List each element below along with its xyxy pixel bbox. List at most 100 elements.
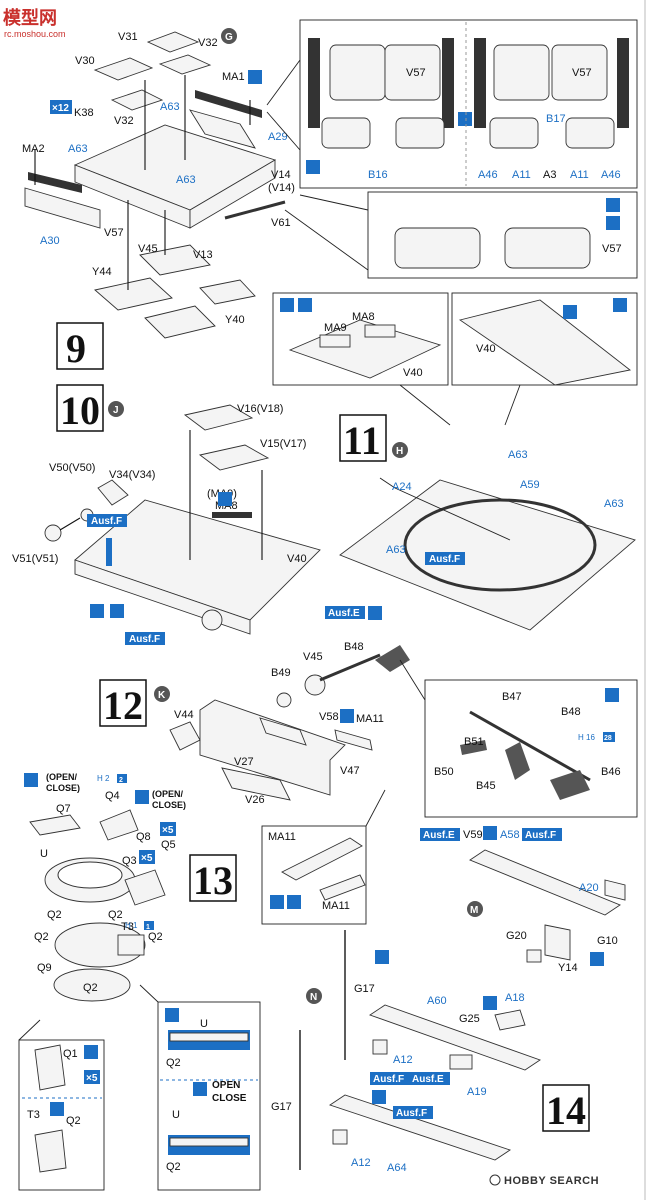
quantity-badge (50, 100, 72, 114)
label-A63d: A63 (508, 449, 528, 461)
label-MA11: MA11 (356, 713, 384, 725)
fender-a64 (328, 1094, 512, 1161)
step-number-10: 10 (60, 388, 100, 433)
label-V58: V58 (319, 711, 339, 723)
label-MA1: MA1 (222, 71, 245, 83)
label-G25: G25 (459, 1013, 480, 1025)
mg-barrel-b47 (469, 710, 591, 782)
step-13-assembly: 13 (OPEN/ CLOSE) (OPEN/ CLOSE) H 2 2 Q7 … (24, 772, 237, 1002)
callout-x5-q1: ×5 (86, 1073, 98, 1084)
watermark-logo: 模型网 (3, 7, 57, 28)
callout-h2: H 2 (97, 774, 110, 783)
step-9-assembly: V31 V32 V30 MA1 K38 V32 MA2 V14 (V14) V6… (22, 28, 295, 339)
label-A18: A18 (505, 992, 525, 1004)
brush-icon (280, 298, 294, 312)
open-close-1a: (OPEN/ (46, 772, 78, 782)
label-A63f: A63 (386, 544, 406, 556)
label-Q2g: Q2 (166, 1057, 181, 1069)
detail-box-q1: Q1 T3 Q2 ×5 (18, 1019, 105, 1191)
detail-frame (451, 292, 638, 386)
subassembly-m-marker (467, 901, 483, 917)
badge-ausf-f-4: Ausf.F (525, 830, 556, 841)
open-close-2a: (OPEN/ (152, 789, 184, 799)
hatch-outline (493, 44, 550, 101)
label-V15: V15(V17) (260, 438, 306, 450)
step-number-13: 13 (193, 858, 233, 903)
ausf-f-badge (87, 514, 127, 527)
paint-icon (218, 492, 232, 506)
leader-line (399, 384, 451, 426)
arrow-icon (287, 895, 301, 909)
arrow-line (59, 517, 81, 531)
badge-ausf-f-2: Ausf.F (129, 634, 160, 645)
label-V40a: V40 (403, 367, 423, 379)
paint-icon (372, 1090, 386, 1104)
label-Y40: Y40 (225, 314, 245, 326)
leader-line (399, 659, 426, 701)
subassembly-h-marker (392, 442, 408, 458)
part-a29 (189, 109, 256, 149)
paint-icon (483, 826, 497, 840)
subassembly-K: K (158, 690, 166, 701)
color-chip (144, 921, 154, 930)
leader-line (504, 384, 521, 426)
bracket-g10 (544, 924, 571, 961)
ausf-f-badge (522, 828, 562, 841)
part-y14 (526, 949, 542, 963)
part-ma9 (319, 334, 351, 348)
drill-icon (368, 606, 382, 620)
hatch-q7 (29, 814, 81, 836)
leader-line (365, 789, 386, 827)
label-A3: A3 (543, 169, 556, 181)
brush-icon (165, 1008, 179, 1022)
label-close: CLOSE (212, 1093, 247, 1104)
label-V30: V30 (75, 55, 95, 67)
hatch-v31 (146, 31, 200, 53)
detail-frame (157, 1001, 261, 1191)
label-V40c: V40 (287, 553, 307, 565)
subassembly-g-marker (221, 28, 237, 44)
lower-hatch (565, 117, 615, 149)
label-B48: B48 (344, 641, 364, 653)
step-10-box (56, 384, 104, 432)
badge-ausf-e-2: Ausf.E (423, 830, 455, 841)
label-Q2e: Q2 (83, 982, 98, 994)
part-q3 (124, 869, 166, 906)
step-m-assembly: Ausf.E V59 A58 Ausf.F M A20 G20 G10 Y14 (420, 826, 626, 974)
label-A46b: A46 (601, 169, 621, 181)
label-B17: B17 (546, 113, 566, 125)
hatch-v32a (158, 54, 212, 75)
label-Q2a: Q2 (47, 909, 62, 921)
label-A24: A24 (392, 481, 412, 493)
part-b45 (505, 742, 530, 780)
label-U: U (40, 848, 48, 860)
paint-icon (193, 1082, 207, 1096)
label-V32a: V32 (198, 37, 218, 49)
antenna-base-a12b (332, 1129, 348, 1145)
callout-h16: H 16 (578, 733, 595, 742)
label-V47: V47 (340, 765, 360, 777)
ausf-f-badge (425, 552, 465, 565)
step-number-11: 11 (343, 418, 381, 463)
label-A20: A20 (579, 882, 599, 894)
leader-line (266, 111, 301, 151)
mg-barrel (319, 653, 381, 682)
label-V61: V61 (271, 217, 291, 229)
label-V57a: V57 (104, 227, 124, 239)
deck-section (288, 319, 442, 379)
label-open: OPEN (212, 1080, 240, 1091)
glue-icon (110, 604, 124, 618)
base-ring-q9 (53, 968, 131, 1002)
paint-icon (458, 112, 472, 126)
step-number-12: 12 (103, 683, 143, 728)
label-T3: T3 (121, 921, 134, 933)
detail-frame (18, 1039, 105, 1191)
grille-ma1 (195, 90, 262, 118)
detail-box-v40: V40 (451, 292, 638, 426)
part-a20 (604, 879, 626, 901)
label-Q4: Q4 (105, 790, 120, 802)
frame-y44 (94, 277, 173, 311)
side-grille (617, 38, 629, 128)
hobby-search-watermark: HOBBY SEARCH (489, 1174, 599, 1187)
